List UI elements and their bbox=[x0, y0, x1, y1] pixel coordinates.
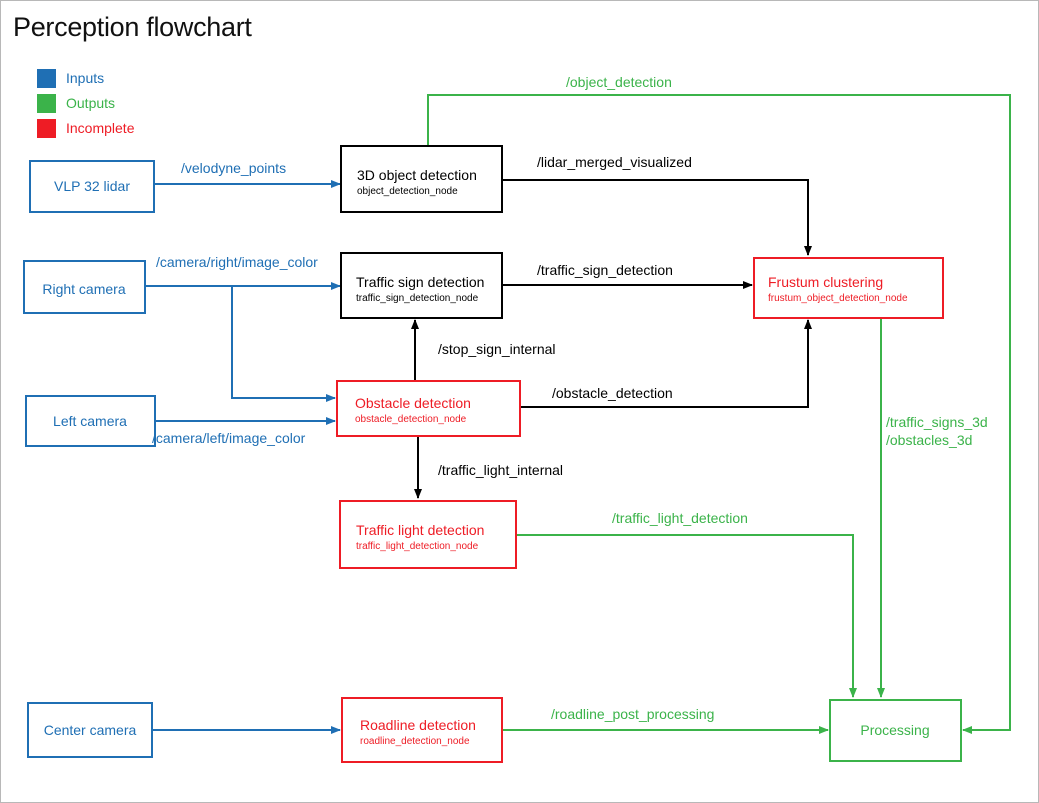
edge-label-stop-sign-internal: /stop_sign_internal bbox=[438, 341, 556, 357]
node-traffic-sign-detection-title: Traffic sign detection bbox=[356, 274, 484, 290]
legend-item-outputs: Outputs bbox=[37, 93, 115, 113]
edge-traffic-light-detection bbox=[516, 534, 857, 698]
edge-label-traffic-light-detection: /traffic_light_detection bbox=[612, 510, 748, 526]
node-frustum-clustering-title: Frustum clustering bbox=[768, 274, 883, 290]
node-obstacle-detection-title: Obstacle detection bbox=[355, 395, 471, 411]
edge-lidar-merged bbox=[502, 179, 812, 256]
node-vlp-32-lidar-title: VLP 32 lidar bbox=[54, 178, 130, 194]
node-center-camera-title: Center camera bbox=[44, 722, 137, 738]
node-vlp-32-lidar: VLP 32 lidar bbox=[29, 160, 155, 213]
legend-label-inputs: Inputs bbox=[66, 70, 105, 86]
node-roadline-detection-sub: roadline_detection_node bbox=[360, 736, 470, 747]
edge-label-roadline-post-processing: /roadline_post_processing bbox=[551, 706, 714, 722]
legend-swatch-incomplete bbox=[37, 118, 56, 138]
edge-camera-right-to-obstacle bbox=[231, 286, 336, 402]
node-obstacle-detection-sub: obstacle_detection_node bbox=[355, 414, 467, 425]
node-obstacle-detection: Obstacle detection obstacle_detection_no… bbox=[336, 380, 521, 437]
edge-label-camera-left: /camera/left/image_color bbox=[152, 430, 306, 446]
node-traffic-sign-detection-sub: traffic_sign_detection_node bbox=[356, 293, 479, 304]
edge-label-object-detection: /object_detection bbox=[566, 74, 672, 90]
node-processing-title: Processing bbox=[860, 722, 929, 738]
node-traffic-sign-detection: Traffic sign detection traffic_sign_dete… bbox=[340, 252, 503, 319]
edge-label-lidar-merged: /lidar_merged_visualized bbox=[537, 154, 692, 170]
node-frustum-clustering: Frustum clustering frustum_object_detect… bbox=[753, 257, 944, 319]
node-right-camera: Right camera bbox=[23, 260, 146, 314]
node-processing: Processing bbox=[829, 699, 962, 762]
legend-label-incomplete: Incomplete bbox=[66, 120, 135, 136]
node-3d-object-detection-sub: object_detection_node bbox=[357, 186, 458, 197]
edge-label-velodyne-points: /velodyne_points bbox=[181, 160, 286, 176]
edge-label-traffic-light-internal: /traffic_light_internal bbox=[438, 462, 563, 478]
node-left-camera: Left camera bbox=[25, 395, 156, 447]
node-center-camera: Center camera bbox=[27, 702, 153, 758]
edge-label-camera-right: /camera/right/image_color bbox=[156, 254, 318, 270]
legend-swatch-outputs bbox=[37, 93, 56, 113]
node-traffic-light-detection-title: Traffic light detection bbox=[356, 522, 484, 538]
edge-object-detection bbox=[427, 94, 1011, 734]
node-right-camera-title: Right camera bbox=[42, 281, 125, 297]
node-traffic-light-detection: Traffic light detection traffic_light_de… bbox=[339, 500, 517, 569]
node-3d-object-detection: 3D object detection object_detection_nod… bbox=[340, 145, 503, 213]
edge-label-obstacle-detection: /obstacle_detection bbox=[552, 385, 673, 401]
node-roadline-detection-title: Roadline detection bbox=[360, 717, 476, 733]
edge-obstacle-detection bbox=[520, 319, 812, 408]
legend-swatch-inputs bbox=[37, 68, 56, 88]
edge-label-traffic-signs-3d: /traffic_signs_3d bbox=[886, 414, 988, 430]
legend-item-inputs: Inputs bbox=[37, 68, 104, 88]
page-title: Perception flowchart bbox=[13, 12, 252, 42]
node-roadline-detection: Roadline detection roadline_detection_no… bbox=[341, 697, 503, 763]
node-frustum-clustering-sub: frustum_object_detection_node bbox=[768, 293, 908, 304]
edge-label-obstacles-3d: /obstacles_3d bbox=[886, 432, 972, 448]
node-3d-object-detection-title: 3D object detection bbox=[357, 167, 477, 183]
node-left-camera-title: Left camera bbox=[53, 413, 127, 429]
legend-item-incomplete: Incomplete bbox=[37, 118, 134, 138]
edge-label-traffic-sign-detection: /traffic_sign_detection bbox=[537, 262, 673, 278]
legend-label-outputs: Outputs bbox=[66, 95, 116, 111]
node-traffic-light-detection-sub: traffic_light_detection_node bbox=[356, 541, 479, 552]
